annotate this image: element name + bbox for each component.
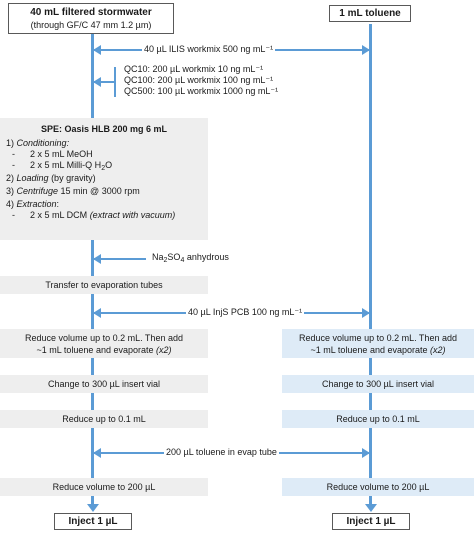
spe-step-extraction: 4) Extraction: xyxy=(6,199,60,209)
spe-step-conditioning-meoh: -2 x 5 mL MeOH xyxy=(12,149,93,159)
spe-step-centrifuge: 3) Centrifuge 15 min @ 3000 rpm xyxy=(6,186,140,196)
insert-vial-label-left: Change to 300 µL insert vial xyxy=(48,379,160,389)
transfer-evaporation-box: Transfer to evaporation tubes xyxy=(0,276,208,294)
insert-vial-label-right: Change to 300 µL insert vial xyxy=(322,379,434,389)
reduce-200-box-left: Reduce volume to 200 µL xyxy=(0,478,208,496)
qc10-label: QC10: 200 µL workmix 10 ng mL⁻¹ xyxy=(124,64,264,74)
inject-box-right: Inject 1 µL xyxy=(332,513,410,530)
reduce-evaporate-box-left: Reduce volume up to 0.2 mL. Then add ~1 … xyxy=(0,329,208,358)
toluene-evap-arrow-right xyxy=(362,448,370,458)
spe-procedure-box: SPE: Oasis HLB 200 mg 6 mL 1) Conditioni… xyxy=(0,118,208,240)
reduce-evaporate-line2-right: ~1 mL toluene and evaporate (x2) xyxy=(310,344,446,355)
reduce-200-box-right: Reduce volume to 200 µL xyxy=(282,478,474,496)
insert-vial-box-right: Change to 300 µL insert vial xyxy=(282,375,474,393)
reduce-0-1-box-right: Reduce up to 0.1 mL xyxy=(282,410,474,428)
spe-step-loading: 2) Loading (by gravity) xyxy=(6,173,96,183)
left-flow-line xyxy=(91,34,94,506)
reduce-200-label-right: Reduce volume to 200 µL xyxy=(326,482,430,492)
inject-label-left: Inject 1 µL xyxy=(68,515,118,527)
ilis-arrow-right xyxy=(362,45,370,55)
inject-box-left: Inject 1 µL xyxy=(54,513,132,530)
toluene-evap-arrow-left xyxy=(93,448,101,458)
ilis-arrow-left xyxy=(93,45,101,55)
reduce-evaporate-box-right: Reduce volume up to 0.2 mL. Then add ~1 … xyxy=(282,329,474,358)
right-flow-line xyxy=(369,24,372,506)
inject-arrow-left xyxy=(87,504,99,512)
reduce-evaporate-line2-left: ~1 mL toluene and evaporate (x2) xyxy=(36,344,172,355)
injs-arrow-right xyxy=(362,308,370,318)
toluene-start-box: 1 mL toluene xyxy=(329,5,411,22)
inject-arrow-right xyxy=(365,504,377,512)
injs-label: 40 µL InjS PCB 100 ng mL⁻¹ xyxy=(186,307,305,318)
reduce-0-1-label-left: Reduce up to 0.1 mL xyxy=(62,414,146,424)
toluene-evap-label: 200 µL toluene in evap tube xyxy=(164,447,279,458)
qc500-label: QC500: 100 µL workmix 1000 ng mL⁻¹ xyxy=(124,86,279,96)
stormwater-subtitle: (through GF/C 47 mm 1.2 µm) xyxy=(30,19,152,30)
qc-connector xyxy=(94,81,116,83)
qc100-label: QC100: 200 µL workmix 100 ng mL⁻¹ xyxy=(124,75,274,85)
na2so4-connector xyxy=(94,258,146,260)
injs-arrow-left xyxy=(93,308,101,318)
stormwater-sample-box: 40 mL filtered stormwater (through GF/C … xyxy=(8,3,174,34)
qc-arrow-left xyxy=(93,77,101,87)
na2so4-label: Na2SO4 anhydrous xyxy=(150,252,231,264)
reduce-0-1-label-right: Reduce up to 0.1 mL xyxy=(336,414,420,424)
spe-title: SPE: Oasis HLB 200 mg 6 mL xyxy=(40,124,168,134)
stormwater-title: 40 mL filtered stormwater xyxy=(30,6,152,18)
toluene-start-title: 1 mL toluene xyxy=(339,7,401,19)
na2so4-arrow-left xyxy=(93,254,101,264)
reduce-0-1-box-left: Reduce up to 0.1 mL xyxy=(0,410,208,428)
reduce-200-label-left: Reduce volume to 200 µL xyxy=(52,482,156,492)
ilis-label: 40 µL ILIS workmix 500 ng mL⁻¹ xyxy=(142,44,276,55)
reduce-evaporate-line1-right: Reduce volume up to 0.2 mL. Then add xyxy=(299,332,457,343)
transfer-label: Transfer to evaporation tubes xyxy=(45,280,163,290)
reduce-evaporate-line1-left: Reduce volume up to 0.2 mL. Then add xyxy=(25,332,183,343)
insert-vial-box-left: Change to 300 µL insert vial xyxy=(0,375,208,393)
spe-step-conditioning-water: -2 x 5 mL Milli-Q H2O xyxy=(12,160,113,172)
spe-step-conditioning: 1) Conditioning: xyxy=(6,138,70,148)
inject-label-right: Inject 1 µL xyxy=(346,515,396,527)
qc-list: QC10: 200 µL workmix 10 ng mL⁻¹ QC100: 2… xyxy=(124,64,278,97)
spe-step-extraction-dcm: -2 x 5 mL DCM (extract with vacuum) xyxy=(12,210,176,220)
